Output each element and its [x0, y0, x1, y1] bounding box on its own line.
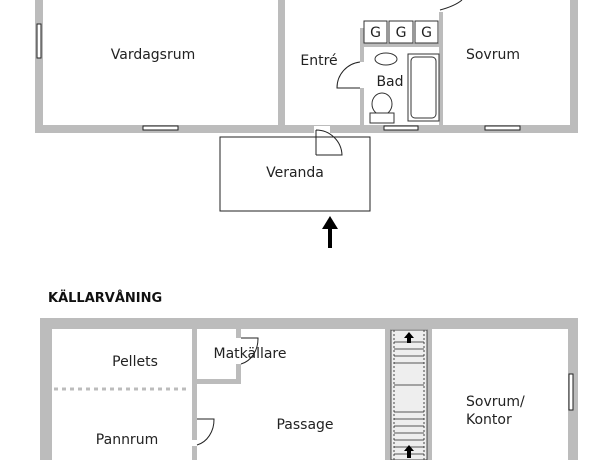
room-label-pellets: Pellets — [112, 354, 158, 370]
room-label-entre: Entré — [300, 53, 337, 69]
windows-upper — [36, 23, 521, 131]
room-label-vardagsrum: Vardagsrum — [111, 47, 196, 63]
room-label-sovrum-kontor: Sovrum/ — [466, 394, 525, 410]
appliance-boxes: G G G — [363, 20, 439, 44]
room-label-sovrum-kontor-2: Kontor — [466, 412, 512, 428]
window-basement — [568, 373, 574, 411]
upper-floor-walls — [35, 0, 578, 133]
room-label-sovrum: Sovrum — [466, 47, 520, 63]
appliance-label: G — [370, 25, 381, 41]
room-label-matkallare: Matkällare — [213, 346, 286, 362]
room-label-bad: Bad — [376, 74, 403, 90]
entrance-arrow-icon — [322, 216, 338, 248]
appliance-label: G — [396, 25, 407, 41]
veranda-outline — [219, 136, 371, 212]
staircase — [390, 329, 428, 460]
sink-icon — [374, 52, 398, 66]
doors-upper — [314, 0, 463, 156]
room-label-veranda: Veranda — [266, 165, 324, 181]
bathroom-fixtures — [369, 52, 440, 124]
room-label-passage: Passage — [276, 417, 333, 433]
appliance-label: G — [421, 25, 432, 41]
toilet-icon — [371, 92, 393, 116]
basement-title: KÄLLARVÅNING — [48, 290, 162, 306]
doors-basement — [196, 337, 259, 446]
stair-arrow-icon — [404, 332, 414, 458]
room-label-pannrum: Pannrum — [96, 432, 158, 448]
